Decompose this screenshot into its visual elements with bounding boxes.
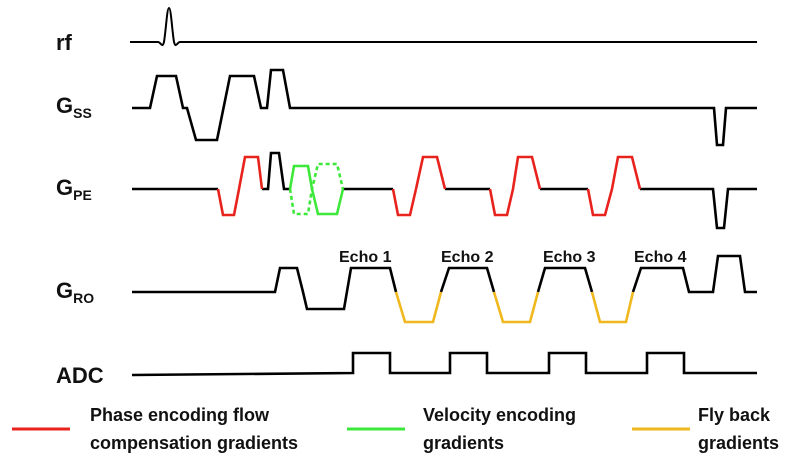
rf-label: rf xyxy=(56,30,73,55)
legend-item-velocity-encoding: Velocity encoding gradients xyxy=(347,405,576,453)
fly-back-lobes xyxy=(394,291,635,324)
gro-label: GRO xyxy=(56,278,94,306)
adc-label: ADC xyxy=(56,363,104,388)
gro-trace xyxy=(132,254,757,324)
echo-1-label: Echo 1 xyxy=(339,249,392,266)
rf-trace xyxy=(130,6,757,47)
legend-label-velocity-line2: gradients xyxy=(423,433,504,453)
gpe-label: GPE xyxy=(56,175,92,203)
phase-flow-comp-lobes xyxy=(216,155,642,217)
gpe-trace xyxy=(132,151,757,230)
echo-2-label: Echo 2 xyxy=(441,249,494,266)
legend-label-phase-line2: compensation gradients xyxy=(90,433,298,453)
legend-label-velocity-line1: Velocity encoding xyxy=(423,405,576,425)
echo-4-label: Echo 4 xyxy=(634,249,687,266)
adc-trace xyxy=(131,351,757,377)
gss-label: GSS xyxy=(56,93,92,121)
legend-label-flyback-line2: gradients xyxy=(698,433,779,453)
legend-label-phase-line1: Phase encoding flow xyxy=(90,405,270,425)
legend: Phase encoding flow compensation gradien… xyxy=(12,405,779,453)
legend-label-flyback-line1: Fly back xyxy=(698,405,771,425)
echo-3-label: Echo 3 xyxy=(543,249,596,266)
gss-trace xyxy=(132,68,757,147)
legend-item-phase-flow-comp: Phase encoding flow compensation gradien… xyxy=(12,405,298,453)
legend-item-fly-back: Fly back gradients xyxy=(632,405,779,453)
velocity-encoding-lobes xyxy=(288,162,345,216)
